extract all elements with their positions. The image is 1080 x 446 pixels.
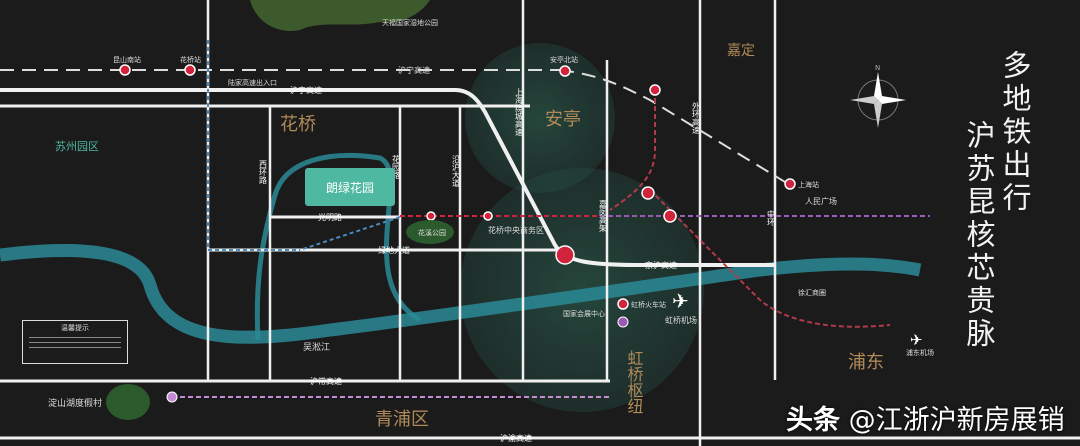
district-pudong: 浦东 [848,352,884,373]
anting-zone [465,43,615,193]
road-label-xihuan: 西环路 [259,160,268,184]
place-tianfu: 天福国家湿地公园 [382,18,438,27]
district-qingpu: 青浦区 [375,409,429,430]
place-huaqiao-station: 花桥站 [180,55,201,64]
place-hongqiao-rail: 虹桥火车站 [631,300,666,309]
airplane-icon: ✈ [672,289,689,313]
tips-title: 温馨提示 [61,324,89,332]
road-label-lvdi: 绿地大道 [378,245,410,255]
road-label-jinghu: 京沪高速 [645,260,677,270]
compass-icon: N [850,64,906,128]
road-label-zhonghuan: 中环 [767,209,776,227]
district-hongqiao: 虹桥枢纽 [625,350,644,414]
stations [119,64,796,310]
road-label-yanhu: 沿沪大道 [452,155,461,188]
tips-text-line [29,342,121,343]
huaxi-park [406,220,454,244]
place-anting-north: 安亭北站 [550,55,578,64]
metro-station-purple-2 [617,316,629,328]
road-label-huyu: 沪渝高速 [500,433,532,443]
place-hongqiao-airport: 虹桥机场 [665,315,697,325]
watermark-platform: 头条 [786,405,840,436]
district-huaqiao: 花桥 [280,114,316,135]
metro-station-purple [166,391,178,403]
road-label-huning: 沪宁高速 [398,65,430,75]
place-kunshan-south: 昆山南站 [113,55,141,64]
project-name: 朗绿花园 [325,180,374,195]
road-label-huning-2: 沪宁高速 [290,85,322,95]
district-anting: 安亭 [545,109,581,130]
place-dianshan: 淀山湖度假村 [48,397,102,409]
tips-text-line [29,337,121,338]
tips-text-line [29,347,121,348]
slogan-line1: 多地铁出行 [998,50,1032,215]
airplane-icon: ✈ [910,331,923,349]
place-huaxi-park: 花溪公园 [418,228,446,237]
road-label-huayuan: 花园路 [392,154,401,179]
place-expo: 国家会展中心 [563,309,605,318]
slogan-line2: 沪苏昆核芯贵脉 [962,120,996,351]
tips-box: 温馨提示 [22,320,128,364]
project-marker[interactable]: 朗绿花园 [305,168,395,206]
road-label-jiamin: 嘉闵高架 [599,199,608,233]
road-label-raocheng: 上海绕城高速 [515,88,524,137]
metro-line-blue-3 [299,216,401,251]
place-pudong-airport: 浦东机场 [906,348,934,357]
place-xujiahui: 徐汇商圈 [798,288,826,297]
watermark: 头条 @江浙沪新房展销 [786,398,1065,437]
road-label-waihuan: 外环高速 [692,101,701,135]
district-jiading: 嘉定 [727,43,755,59]
river-loop [254,152,422,341]
place-exit: 陆家高速出入口 [228,78,277,87]
place-shanghai-station: 上海站 [798,180,819,189]
road-label-huchang: 沪常高速 [310,376,342,386]
wusong-river [0,243,922,344]
railway-line-east [559,69,791,186]
district-suzhou: 苏州园区 [55,140,99,153]
road-label-guangming: 光明路 [318,212,342,222]
place-huaqiao-cbd: 花桥中央商务区 [488,225,544,235]
dianshan-park [106,384,150,420]
place-wusong-river: 吴淞江 [303,342,330,353]
compass-n: N [875,64,880,72]
metro-line-red-diagonal [609,90,891,328]
tianfu-park [250,0,430,31]
place-peoples-square: 人民广场 [805,196,837,206]
watermark-account: @江浙沪新房展销 [848,405,1065,436]
